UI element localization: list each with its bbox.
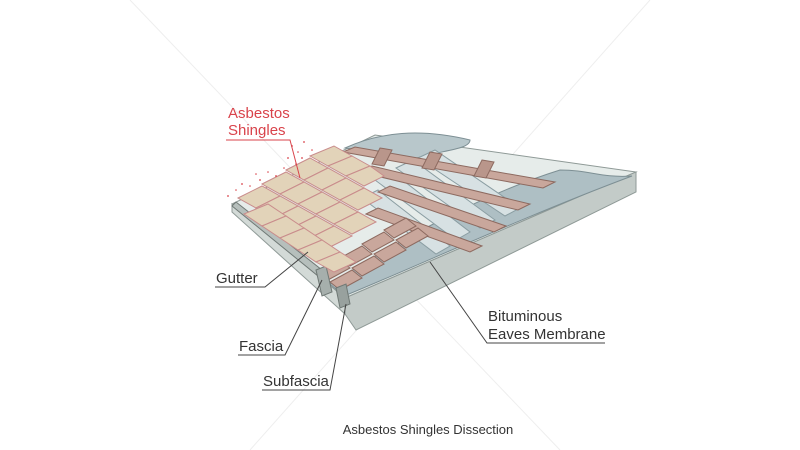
subfascia-board <box>335 283 351 309</box>
batten <box>376 185 508 233</box>
membrane-label-line2: Eaves Membrane <box>488 326 606 343</box>
shingle <box>344 165 385 187</box>
asbestos-shingles-label-line1: Asbestos <box>228 105 290 122</box>
decking-board <box>373 241 407 263</box>
leader-lines <box>215 139 605 391</box>
subfascia-leader <box>262 303 347 391</box>
shingle <box>314 251 358 273</box>
fascia-label: Fascia <box>239 338 284 355</box>
decking-board <box>383 217 417 239</box>
asbestos-shingles-label-line2: Shingles <box>228 122 286 139</box>
membrane-label-line1: Bituminous <box>488 308 562 325</box>
timber-battens <box>341 146 557 253</box>
fascia-board <box>315 265 333 297</box>
subfascia-label: Subfascia <box>263 373 330 390</box>
decking-board <box>361 231 395 253</box>
batten <box>364 207 484 253</box>
diagram-caption: Asbestos Shingles Dissection <box>343 422 514 437</box>
asbestos-shingles-leader <box>226 139 301 179</box>
shingle <box>338 187 384 211</box>
labels: Asbestos Shingles Gutter Fascia Subfasci… <box>216 105 606 390</box>
gutter-label: Gutter <box>216 270 258 287</box>
membrane-leader <box>429 261 605 344</box>
gutter-leader <box>215 251 309 288</box>
batten-cross <box>473 159 495 179</box>
batten-cross <box>371 147 393 167</box>
batten-cross <box>421 151 443 171</box>
asbestos-shingles <box>236 145 385 273</box>
fascia-leader <box>238 279 323 356</box>
asbestos-dust <box>227 141 313 197</box>
decking-board <box>351 255 385 277</box>
shingle <box>332 211 378 235</box>
decking-board <box>395 227 429 249</box>
